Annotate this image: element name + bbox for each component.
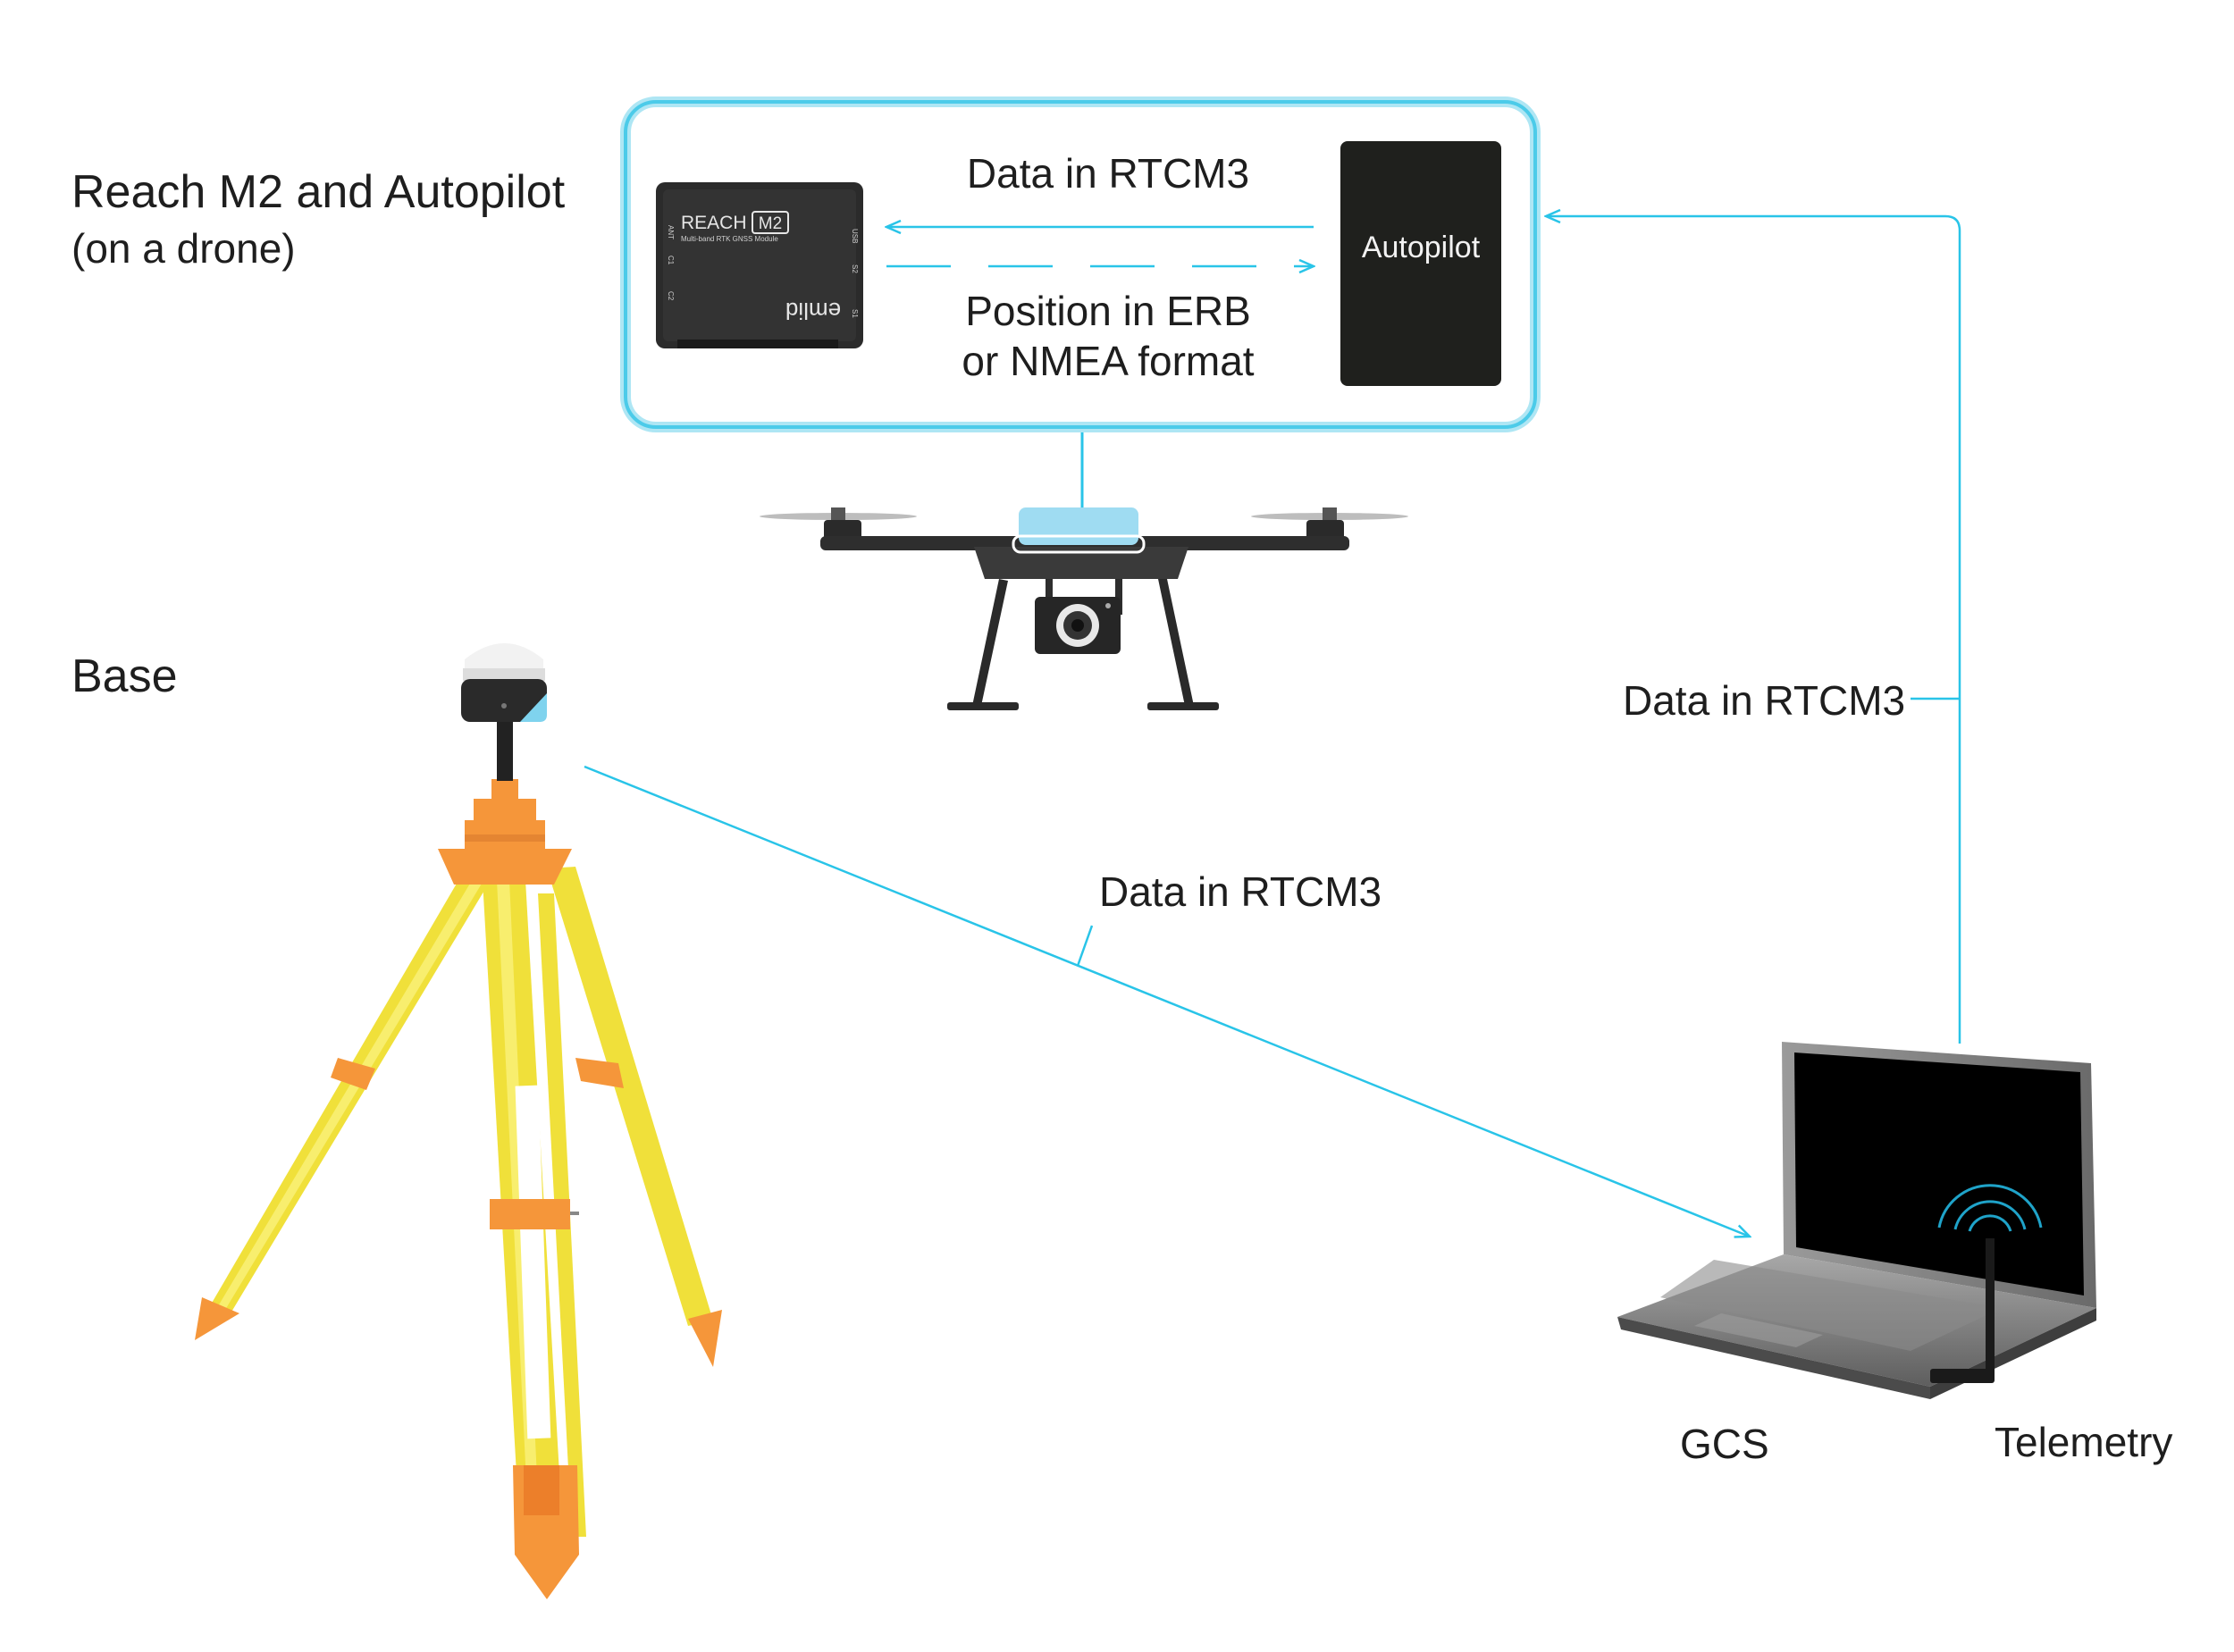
reach-title-line2: (on a drone): [71, 225, 296, 272]
base-label: Base: [71, 650, 178, 702]
drone-icon: [760, 507, 1408, 710]
laptop-icon: [1617, 1042, 2096, 1399]
module-brand: REACH: [681, 213, 747, 233]
module-model: M2: [759, 214, 782, 233]
base-to-gcs-line: [584, 765, 1750, 1237]
reach-m2-module: REACH M2 Multi-band RTK GNSS Module emli…: [656, 182, 863, 348]
module-port-ant: ANT: [667, 225, 675, 239]
telemetry-label: Telemetry: [1995, 1419, 2173, 1465]
module-port-c2: C2: [667, 291, 675, 301]
position-label-line2: or NMEA format: [962, 338, 1255, 384]
base-link-label: Data in RTCM3: [1099, 868, 1382, 915]
reach-title-line1: Reach M2 and Autopilot: [71, 166, 566, 218]
position-label-line1: Position in ERB: [965, 288, 1251, 334]
tripod-icon: [195, 643, 722, 1599]
right-link-label: Data in RTCM3: [1623, 677, 1906, 724]
module-port-usb: USB: [851, 229, 859, 243]
module-port-s2: S2: [851, 264, 859, 273]
module-port-s1: S1: [851, 309, 859, 318]
wifi-signal-icon: [1937, 1184, 2043, 1232]
module-logo: emlid: [785, 298, 841, 324]
top-arrow-label: Data in RTCM3: [966, 150, 1250, 197]
autopilot-box: [1340, 141, 1501, 386]
module-port-c1: C1: [667, 256, 675, 265]
module-subtitle: Multi-band RTK GNSS Module: [681, 235, 778, 243]
gcs-label: GCS: [1680, 1421, 1769, 1467]
autopilot-label: Autopilot: [1361, 231, 1481, 264]
gcs-to-autopilot-line: [1546, 216, 1961, 1044]
